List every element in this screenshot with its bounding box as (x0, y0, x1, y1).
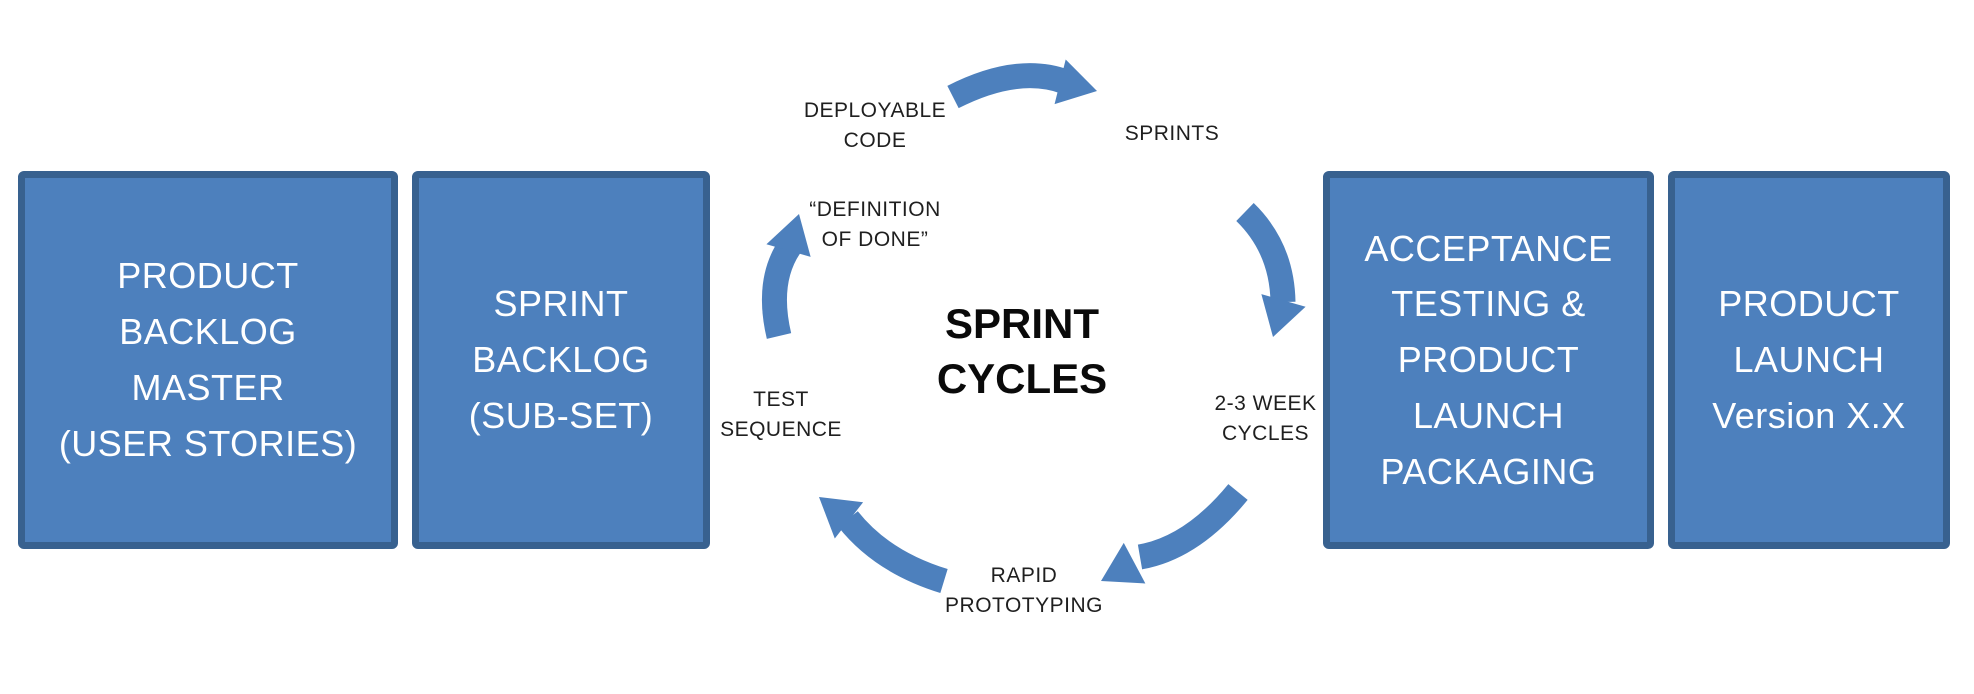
curved-arrow-to-deployable-code-icon (762, 214, 811, 339)
cycle-center-title: SPRINT CYCLES (936, 300, 1108, 402)
curved-arrow-to-rapid-prototyping-icon (1101, 483, 1248, 584)
box-product-backlog-master: PRODUCT BACKLOG MASTER (USER STORIES) (18, 171, 398, 549)
label-rapid-prototyping: RAPID PROTOTYPING (945, 564, 1103, 618)
curved-arrow-to-sprints-icon (947, 59, 1097, 109)
box-product-launch: PRODUCT LAUNCH Version X.X (1668, 171, 1950, 549)
box-acceptance-testing-packaging-label: ACCEPTANCE TESTING & PRODUCT LAUNCH PACK… (1364, 227, 1613, 492)
box-product-launch-label: PRODUCT LAUNCH Version X.X (1712, 283, 1906, 436)
label-2-3-week-cycles: 2-3 WEEK CYCLES (1214, 392, 1317, 446)
box-acceptance-testing-packaging: ACCEPTANCE TESTING & PRODUCT LAUNCH PACK… (1323, 171, 1654, 549)
label-definition-of-done-text: “DEFINITION OF DONE” (809, 198, 941, 252)
curved-arrow-to-test-sequence-icon (819, 497, 948, 593)
label-sprints: SPRINTS (1124, 122, 1220, 145)
curved-arrow-to-week-cycles-icon (1236, 203, 1306, 337)
label-deployable-code-text: DEPLOYABLE CODE (803, 99, 947, 153)
box-sprint-backlog-label: SPRINT BACKLOG (SUB-SET) (468, 283, 654, 436)
label-deployable-code: DEPLOYABLE CODE “DEFINITION OF DONE” (775, 66, 975, 285)
label-test-sequence: TEST SEQUENCE (720, 388, 842, 442)
box-sprint-backlog: SPRINT BACKLOG (SUB-SET) (412, 171, 710, 549)
box-product-backlog-master-label: PRODUCT BACKLOG MASTER (USER STORIES) (58, 255, 358, 464)
